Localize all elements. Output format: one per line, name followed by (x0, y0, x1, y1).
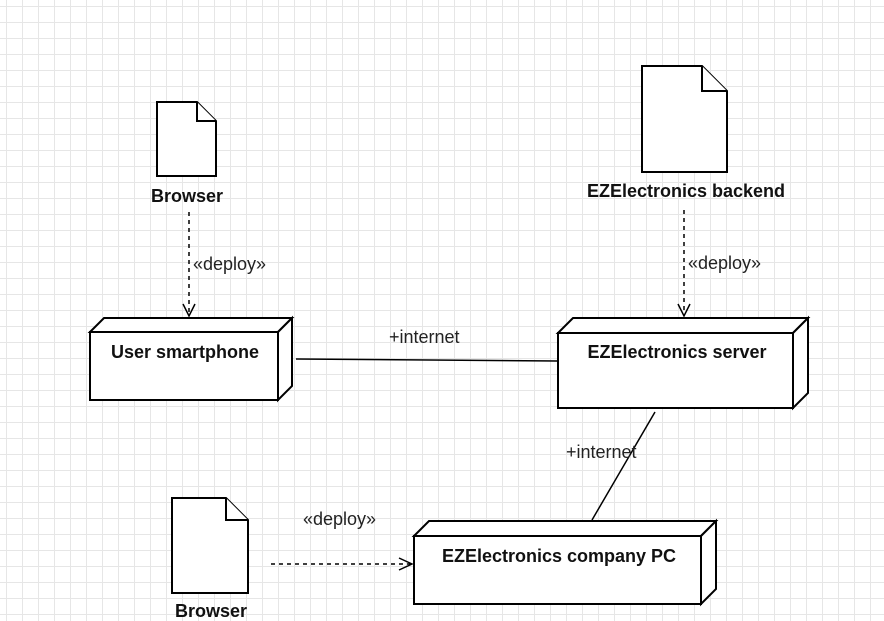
association-line (295, 358, 558, 362)
node-side-face (700, 518, 717, 607)
document-fold-icon (225, 498, 248, 521)
node-front-face (89, 331, 279, 401)
node-company-pc[interactable]: EZElectronics company PC (411, 518, 719, 607)
edge-link-server-pc[interactable]: +internet (566, 411, 656, 521)
node-label: EZElectronics company PC (442, 546, 676, 566)
node-top-face (411, 520, 719, 537)
node-top-face (555, 317, 811, 334)
artifact-label: Browser (151, 186, 223, 206)
open-arrow-icon (182, 303, 196, 318)
node-front-face (413, 535, 702, 605)
document-icon (641, 65, 728, 173)
edge-label: +internet (389, 327, 460, 347)
artifact-browser-bottom[interactable]: Browser (171, 497, 249, 621)
node-side-face (277, 315, 293, 403)
open-arrow-icon (677, 303, 691, 318)
edge-label: «deploy» (688, 253, 761, 273)
edge-label: «deploy» (303, 509, 376, 529)
edge-deploy-backend-server[interactable]: «deploy» (677, 210, 761, 318)
document-fold-icon (196, 102, 216, 122)
document-icon (171, 497, 249, 594)
artifact-browser-top[interactable]: Browser (151, 101, 223, 206)
node-top-face (87, 317, 295, 333)
open-arrow-icon (398, 557, 414, 571)
node-label: User smartphone (111, 342, 259, 362)
association-line (591, 411, 656, 521)
edge-deploy-browser-pc[interactable]: «deploy» (271, 509, 414, 571)
document-fold-icon (701, 66, 727, 92)
node-label: EZElectronics server (587, 342, 766, 362)
edge-label: +internet (566, 442, 637, 462)
artifact-label: Browser (175, 601, 247, 621)
edge-deploy-browser-smartphone[interactable]: «deploy» (182, 212, 266, 318)
node-side-face (792, 315, 809, 411)
edge-label: «deploy» (193, 254, 266, 274)
node-user-smartphone[interactable]: User smartphone (87, 315, 295, 403)
node-front-face (557, 332, 794, 409)
artifact-backend[interactable]: EZElectronics backend (587, 65, 785, 201)
artifact-label: EZElectronics backend (587, 181, 785, 201)
node-ezelectronics-server[interactable]: EZElectronics server (555, 315, 811, 411)
edge-link-smartphone-server[interactable]: +internet (295, 327, 558, 362)
